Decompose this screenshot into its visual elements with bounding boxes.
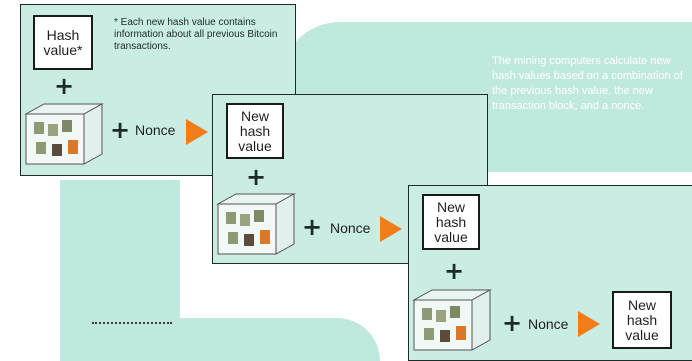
nonce-label: Nonce [528,316,569,332]
new-hash-value-box: New hash value [422,194,480,250]
background-band-bottom [60,318,380,361]
new-hash-value-box: New hash value [226,103,284,159]
arrow-right-icon [578,311,600,337]
description-text: The mining computers calculate new hash … [492,55,683,112]
plus-icon: + [502,309,523,337]
transaction-block-icon [412,289,492,351]
dotted-separator [92,322,172,324]
arrow-right-icon [380,216,402,242]
plus-icon: + [110,116,131,144]
plus-icon: + [302,213,323,241]
new-hash-value-box: New hash value [612,291,672,349]
arrow-right-icon [186,119,208,145]
plus-icon: + [444,257,465,285]
hash-value-box: Hash value* [33,15,93,70]
nonce-label: Nonce [330,220,371,236]
plus-icon: + [54,72,75,100]
plus-icon: + [246,163,267,191]
hash-footnote: * Each new hash value contains informati… [114,17,278,52]
transaction-block-icon [24,103,104,165]
nonce-label: Nonce [135,122,176,138]
transaction-block-icon [216,193,296,255]
